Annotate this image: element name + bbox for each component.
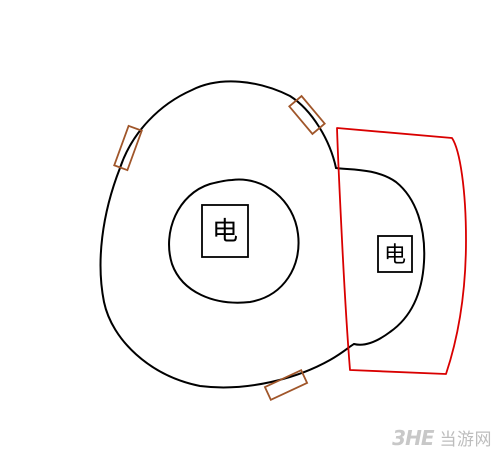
site-watermark: 3HE 当游网	[392, 425, 492, 451]
tape-mark-bottom	[263, 369, 309, 401]
watermark-logo: 3HE	[392, 425, 434, 450]
watermark-site-name: 当游网	[439, 430, 492, 450]
red-highlight-outline	[336, 127, 467, 375]
center-label: 电	[212, 217, 238, 247]
inner-circle-outline	[168, 178, 300, 304]
side-label-box	[377, 235, 413, 273]
center-label-box	[201, 204, 249, 258]
side-label: 电	[384, 243, 406, 268]
tape-mark-top-right	[288, 94, 326, 136]
side-lobe-outline	[335, 167, 426, 346]
outer-blob-outline	[99, 80, 355, 389]
tape-mark-left	[113, 124, 143, 172]
